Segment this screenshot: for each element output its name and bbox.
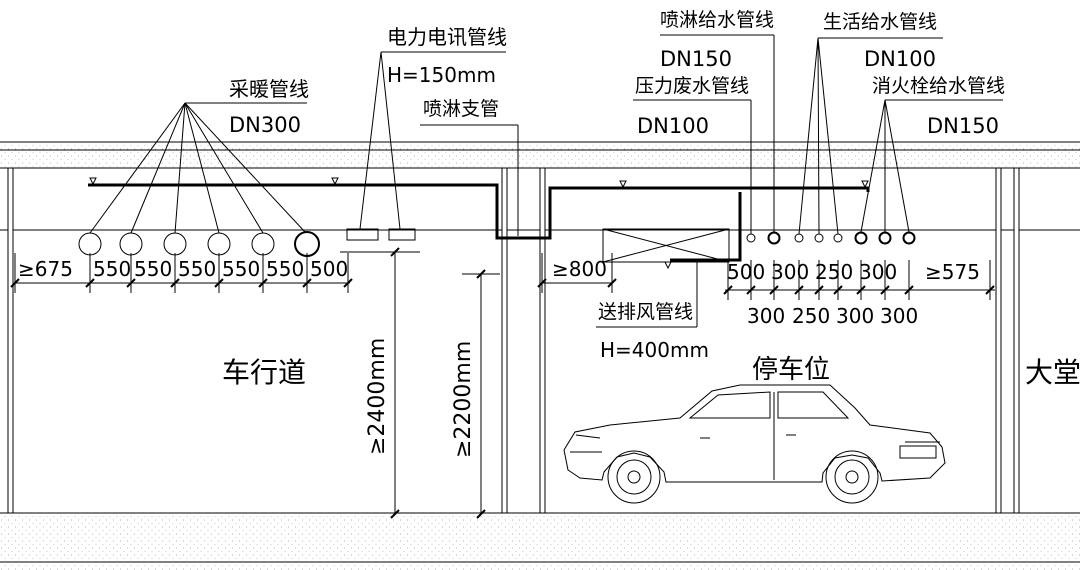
sprinkler-drop-pipe [670, 192, 742, 262]
dimension-label-right-bottom-3: 300 [880, 304, 918, 328]
dimension-label-right-top-2: 250 [815, 260, 853, 284]
dimension-label-575: ≥575 [925, 260, 980, 284]
parking-label: 停车位 [752, 355, 830, 385]
dimension-label-left-4: 550 [222, 257, 260, 281]
dimension-label-left-0: ≥675 [18, 257, 73, 281]
heating-dn-label: DN300 [229, 113, 301, 137]
floor-slab [0, 512, 1080, 570]
heating-pipe-label: 采暖管线 [229, 77, 309, 101]
dimension-label-left-1: 550 [93, 257, 131, 281]
power-pipe-label: 电力电讯管线 [387, 25, 507, 49]
power-h-label: H=150mm [387, 63, 496, 87]
right-pipes [746, 231, 916, 245]
dimension-label-left-6: 500 [310, 257, 348, 281]
pressure-dn-label: DN100 [637, 114, 709, 138]
clear-height-2200: ≥2200mm [451, 341, 476, 458]
dimension-label-left-5: 550 [266, 257, 304, 281]
ventilation-duct [602, 228, 730, 263]
pressure-waste-label: 压力废水管线 [635, 75, 749, 97]
dimension-label-left-3: 550 [178, 257, 216, 281]
hydrant-water-label: 消火栓给水管线 [872, 75, 1005, 97]
sprinkler-dn-label: DN150 [660, 47, 732, 71]
clear-height-2400: ≥2400mm [365, 338, 390, 455]
ceiling-slab [0, 141, 1080, 169]
vent-duct-label: 送排风管线 [598, 301, 693, 323]
clearance-dimension-lines [340, 247, 500, 519]
columns [7, 167, 1020, 514]
dimension-label-right-bottom-2: 300 [836, 304, 874, 328]
dimension-label-right-top-0: 500 [727, 260, 765, 284]
heating-pipes [78, 231, 320, 257]
leader-lines [89, 34, 1003, 328]
vent-h-label: H=400mm [600, 338, 709, 362]
dimension-label-left-2: 550 [134, 257, 172, 281]
sprinkler-main-pipe [88, 183, 870, 240]
driveway-label: 车行道 [222, 356, 306, 389]
domestic-water-label: 生活给水管线 [823, 11, 937, 33]
dimension-label-right-top-1: 300 [771, 260, 809, 284]
dimension-label-right-bottom-0: 300 [747, 304, 785, 328]
hydrant-dn-label: DN150 [927, 114, 999, 138]
lobby-label: 大堂 [1025, 356, 1080, 389]
sprinkler-supply-label: 喷淋给水管线 [660, 9, 774, 31]
car-illustration [563, 384, 946, 504]
dimension-label-right-top-3: 300 [859, 260, 897, 284]
domestic-dn-label: DN100 [864, 47, 936, 71]
dimension-label-right-bottom-1: 250 [792, 304, 830, 328]
dimension-label-800: ≥800 [552, 257, 607, 281]
sprinkler-branch-label: 喷淋支管 [423, 98, 499, 120]
power-telecom-trays [346, 228, 416, 241]
